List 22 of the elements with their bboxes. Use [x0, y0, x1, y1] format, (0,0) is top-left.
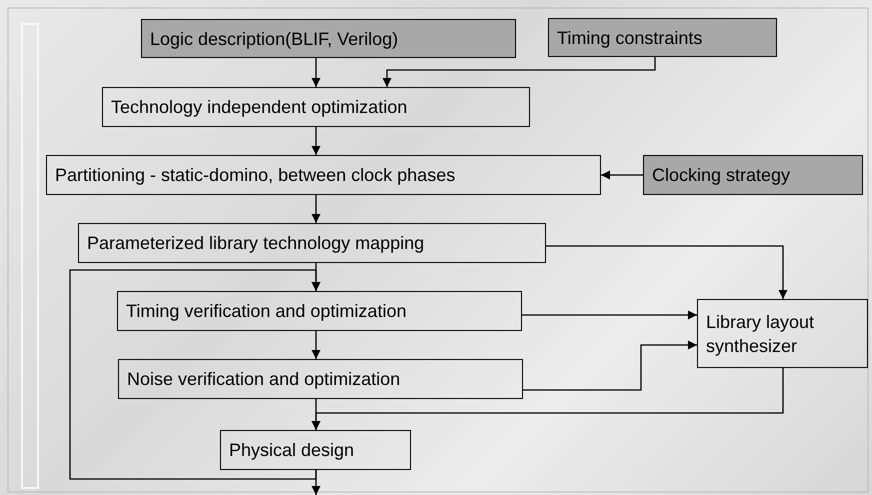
process-box: Clocking strategy	[643, 155, 863, 195]
process-box: Timing verification and optimization	[117, 291, 522, 331]
arrow	[522, 310, 697, 320]
arrow	[546, 245, 788, 299]
arrow	[382, 57, 656, 87]
process-box: Partitioning - static-domino, between clock phases	[46, 155, 601, 195]
process-box: Logic description(BLIF, Verilog)	[141, 19, 516, 58]
arrow	[312, 368, 784, 430]
process-box: Physical design	[220, 430, 411, 470]
process-box: Parameterized library technology mapping	[78, 223, 546, 263]
arrow	[312, 470, 320, 495]
arrow	[312, 331, 320, 359]
process-box: Technology independent optimization	[102, 87, 530, 127]
arrow	[312, 58, 320, 87]
process-box: Noise verification and optimization	[118, 359, 523, 399]
process-box: Library layout synthesizer	[697, 299, 868, 368]
arrow	[523, 340, 697, 391]
arrow	[312, 195, 320, 223]
arrow	[69, 269, 320, 480]
arrow	[601, 170, 643, 180]
process-box: Timing constraints	[548, 18, 777, 57]
arrow	[312, 127, 320, 155]
